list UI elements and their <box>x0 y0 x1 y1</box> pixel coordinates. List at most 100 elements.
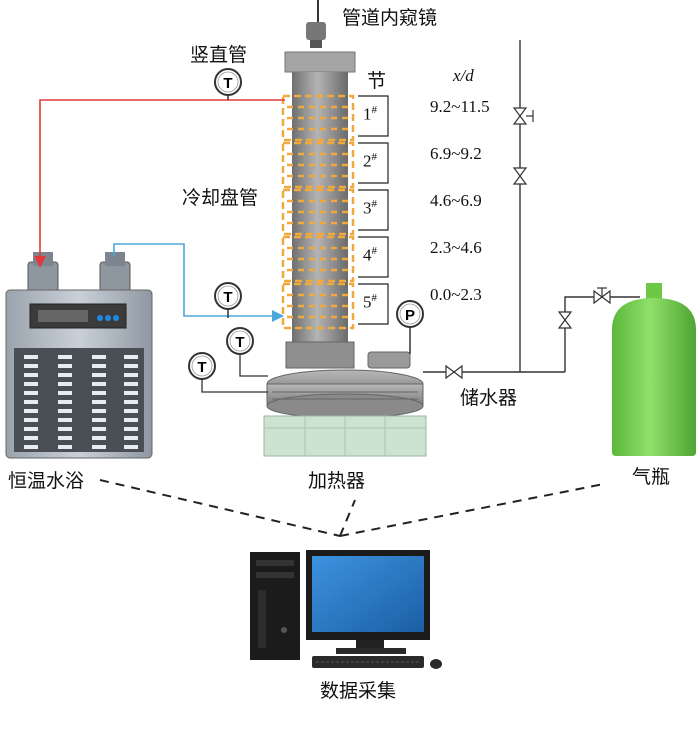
water-tank-label: 储水器 <box>460 387 518 409</box>
water-bath-label: 恒温水浴 <box>8 470 85 492</box>
grille-slot <box>124 409 138 413</box>
grille-slot <box>124 436 138 440</box>
valve-icon <box>593 287 611 305</box>
section-header: 节 <box>367 70 387 92</box>
vertical-pipe <box>284 51 356 369</box>
cooling-coil-segment <box>281 141 355 189</box>
data-acquisition-label: 数据采集 <box>320 680 397 702</box>
section-xd-range: 2.3~4.6 <box>430 238 482 257</box>
grille-slot <box>24 355 38 359</box>
section-mark: # <box>371 198 378 210</box>
grille-slot <box>92 391 106 395</box>
grille-slot <box>92 409 106 413</box>
grille-slot <box>92 382 106 386</box>
temperature-gauge-heater: T <box>226 327 254 355</box>
endoscope-label: 管道内窥镜 <box>342 7 438 29</box>
gas-cylinder <box>612 283 696 456</box>
section-id: 3# <box>363 198 377 219</box>
section-box <box>358 95 389 137</box>
grille-slot <box>124 355 138 359</box>
section-box <box>358 236 389 278</box>
grille-slot <box>124 373 138 377</box>
grille-slot <box>124 400 138 404</box>
grille-slot <box>24 427 38 431</box>
cooling-coil-segment <box>281 282 355 330</box>
section-id: 2# <box>363 151 377 172</box>
grille-slot <box>24 436 38 440</box>
grille-slot <box>24 418 38 422</box>
grille-slot <box>58 355 72 359</box>
cooling-coil-segment <box>281 94 355 142</box>
hot-line-arrow <box>34 256 46 268</box>
section-number: 4 <box>363 245 372 265</box>
gauge-label: T <box>223 75 232 92</box>
endoscope-icon <box>306 0 326 48</box>
grille-slot <box>58 436 72 440</box>
grille-slot <box>92 418 106 422</box>
water-bath-grille <box>24 355 138 449</box>
grille-slot <box>58 373 72 377</box>
cooling-coil-label: 冷却盘管 <box>182 187 259 209</box>
gauge-label: T <box>235 334 244 351</box>
grille-slot <box>24 391 38 395</box>
grille-slot <box>24 409 38 413</box>
grille-slot <box>124 427 138 431</box>
section-xd-range: 9.2~11.5 <box>430 97 490 116</box>
valve-icon <box>557 311 573 329</box>
grille-slot <box>58 391 72 395</box>
section-mark: # <box>371 104 378 116</box>
valve-icon <box>512 167 528 185</box>
grille-slot <box>124 445 138 449</box>
grille-slot <box>92 436 106 440</box>
section-mark: # <box>371 292 378 304</box>
grille-slot <box>92 364 106 368</box>
section-mark: # <box>371 151 378 163</box>
section-boxes <box>358 95 389 325</box>
section-box <box>358 189 389 231</box>
grille-slot <box>58 409 72 413</box>
grille-slot <box>124 364 138 368</box>
grille-slot <box>92 427 106 431</box>
grille-slot <box>24 364 38 368</box>
section-number: 2 <box>363 151 372 171</box>
heater-label: 加热器 <box>308 470 366 492</box>
grille-slot <box>24 382 38 386</box>
heater <box>263 351 427 457</box>
grille-slot <box>58 400 72 404</box>
grille-slot <box>92 400 106 404</box>
grille-slot <box>24 445 38 449</box>
section-id: 5# <box>363 292 377 313</box>
section-number: 3 <box>363 198 372 218</box>
section-box <box>358 283 389 325</box>
gauge-label: T <box>197 359 206 376</box>
grille-slot <box>124 382 138 386</box>
grille-slot <box>24 373 38 377</box>
grille-slot <box>24 400 38 404</box>
cooling-coil-segment <box>281 188 355 236</box>
grille-slot <box>124 418 138 422</box>
data-connection-lines <box>99 479 605 537</box>
valve-icon <box>512 107 534 125</box>
temperature-gauge-top: T <box>214 68 242 96</box>
section-number: 5 <box>363 292 372 312</box>
section-id: 4# <box>363 245 377 266</box>
pressure-gauge: P <box>396 300 424 328</box>
grille-slot <box>92 373 106 377</box>
grille-slot <box>58 418 72 422</box>
cold-line-arrow <box>272 310 284 322</box>
cooling-coil-segment <box>281 235 355 283</box>
temperature-gauge-middle: T <box>214 282 242 310</box>
cold-water-line <box>113 243 274 317</box>
section-number: 1 <box>363 104 372 124</box>
grille-slot <box>124 391 138 395</box>
section-mark: # <box>371 245 378 257</box>
section-xd-range: 4.6~6.9 <box>430 191 482 210</box>
section-box <box>358 142 389 184</box>
computer-icon <box>250 550 442 669</box>
temperature-gauge-inlet: T <box>188 352 216 380</box>
grille-slot <box>58 382 72 386</box>
water-bath <box>5 252 153 459</box>
section-xd-range: 0.0~2.3 <box>430 285 482 304</box>
hot-water-line <box>39 99 285 264</box>
vertical-pipe-label: 竖直管 <box>190 44 248 66</box>
